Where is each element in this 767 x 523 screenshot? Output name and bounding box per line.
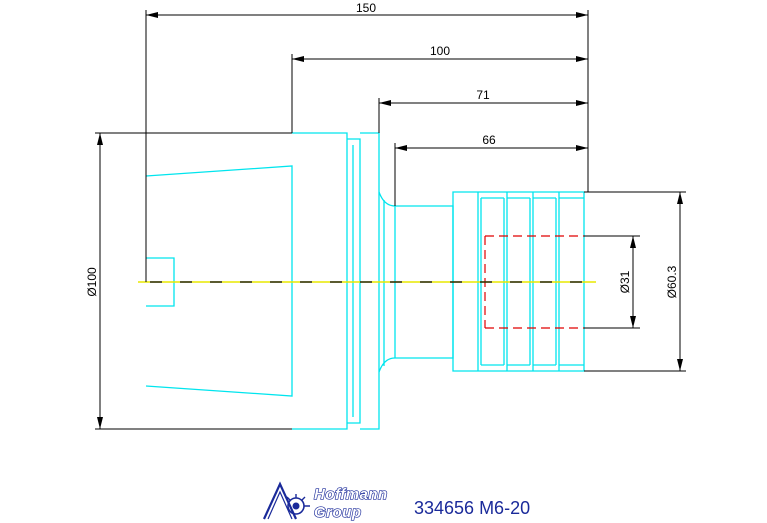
- dimension-dia-100: Ø100: [85, 133, 103, 429]
- dimension-150-label: 150: [356, 1, 376, 15]
- dimension-dia-60-3: Ø60.3: [665, 192, 683, 371]
- extension-lines: [95, 10, 686, 430]
- dimension-dia-31: Ø31: [618, 236, 636, 328]
- dimension-150: 150: [146, 1, 588, 18]
- dimension-100: 100: [292, 44, 588, 62]
- dimension-dia-100-label: Ø100: [85, 267, 99, 297]
- logo-line-2: Group: [314, 504, 362, 521]
- dimension-66-label: 66: [482, 133, 496, 147]
- dimension-dia-31-label: Ø31: [618, 270, 632, 293]
- part-number: 334656 M6-20: [414, 498, 531, 518]
- flange-groove: [347, 138, 361, 424]
- logo-emblem-icon: [262, 481, 310, 520]
- logo-line-1: Hoffmann: [314, 486, 388, 503]
- dimension-66: 66: [395, 133, 588, 151]
- main-flange: [292, 132, 348, 430]
- part-outline: [145, 132, 585, 430]
- dimension-100-label: 100: [430, 44, 450, 58]
- dimension-dia-60-3-label: Ø60.3: [665, 265, 679, 298]
- collar: [360, 132, 380, 430]
- collet-cone: [145, 165, 293, 397]
- hoffmann-group-logo: Hoffmann Group: [262, 481, 388, 522]
- dimension-71: 71: [379, 88, 588, 106]
- neck-step: [383, 200, 396, 366]
- dimension-71-label: 71: [476, 88, 490, 102]
